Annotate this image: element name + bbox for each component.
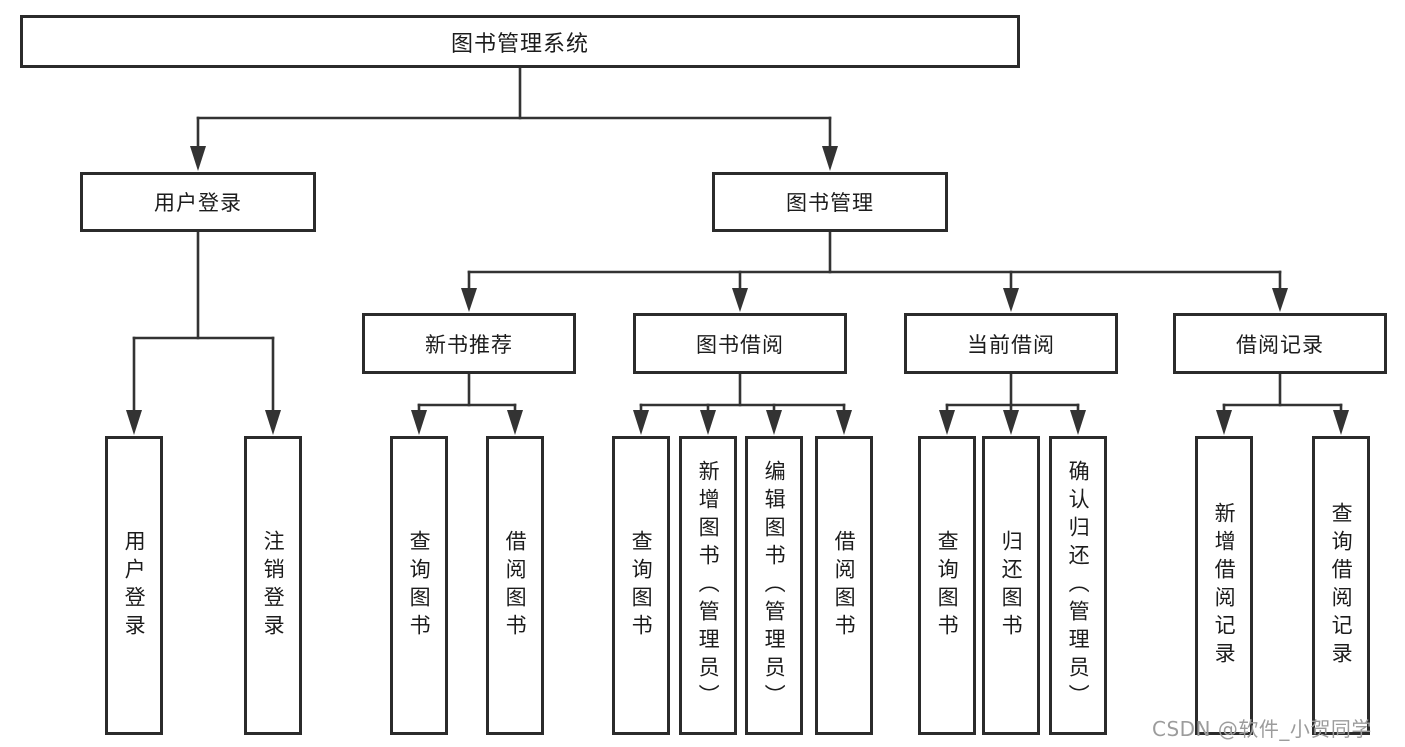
node-borrow-record: 借阅记录 <box>1173 313 1387 374</box>
leaf-logout: 注销登录 <box>244 436 302 735</box>
connector-new-book-group <box>411 372 523 435</box>
leaf-add-book-admin: 新增图书（管理员） <box>679 436 737 735</box>
node-label: 用户登录 <box>154 191 242 215</box>
node-book-borrow: 图书借阅 <box>633 313 847 374</box>
connector-book-management-to-level3 <box>461 230 1288 312</box>
leaf-query-book-3: 查询图书 <box>918 436 976 735</box>
leaf-borrow-book-2: 借阅图书 <box>815 436 873 735</box>
node-current-borrow: 当前借阅 <box>904 313 1118 374</box>
node-label: 图书管理 <box>786 191 874 215</box>
node-label: 新增借阅记录 <box>1212 501 1237 670</box>
node-label: 查询图书 <box>407 529 432 642</box>
connector-current-borrow-group <box>939 372 1086 435</box>
node-label: 确认归还（管理员） <box>1066 459 1091 712</box>
csdn-watermark: CSDN @软件_小贺同学 <box>1152 717 1372 741</box>
leaf-confirm-return-admin: 确认归还（管理员） <box>1049 436 1107 735</box>
node-label: 查询图书 <box>629 529 654 642</box>
node-user-login: 用户登录 <box>80 172 316 232</box>
node-label: 借阅图书 <box>503 529 528 642</box>
node-label: 图书管理系统 <box>450 31 589 57</box>
node-label: 归还图书 <box>999 529 1024 642</box>
node-label: 查询图书 <box>935 529 960 642</box>
node-label: 当前借阅 <box>967 332 1055 357</box>
node-label: 新增图书（管理员） <box>696 459 721 712</box>
leaf-return-book: 归还图书 <box>982 436 1040 735</box>
node-label: 查询借阅记录 <box>1329 501 1354 670</box>
node-library-management-system: 图书管理系统 <box>20 15 1020 68</box>
node-label: 新书推荐 <box>425 332 513 357</box>
leaf-query-book-1: 查询图书 <box>390 436 448 735</box>
connector-user-login-group <box>126 230 281 435</box>
leaf-user-login: 用户登录 <box>105 436 163 735</box>
leaf-borrow-book-1: 借阅图书 <box>486 436 544 735</box>
node-label: 借阅图书 <box>832 529 857 642</box>
node-label: 图书借阅 <box>696 332 784 357</box>
connector-root-to-level2 <box>190 66 838 171</box>
node-label: 用户登录 <box>122 529 147 642</box>
node-label: 注销登录 <box>261 529 286 642</box>
node-book-management: 图书管理 <box>712 172 948 232</box>
connector-book-borrow-group <box>633 372 852 435</box>
node-label: 借阅记录 <box>1236 332 1324 357</box>
connector-borrow-record-group <box>1216 372 1349 435</box>
node-new-book-recommend: 新书推荐 <box>362 313 576 374</box>
leaf-query-book-2: 查询图书 <box>612 436 670 735</box>
leaf-add-borrow-record: 新增借阅记录 <box>1195 436 1253 735</box>
node-label: 编辑图书（管理员） <box>762 459 787 712</box>
leaf-query-borrow-record: 查询借阅记录 <box>1312 436 1370 735</box>
leaf-edit-book-admin: 编辑图书（管理员） <box>745 436 803 735</box>
